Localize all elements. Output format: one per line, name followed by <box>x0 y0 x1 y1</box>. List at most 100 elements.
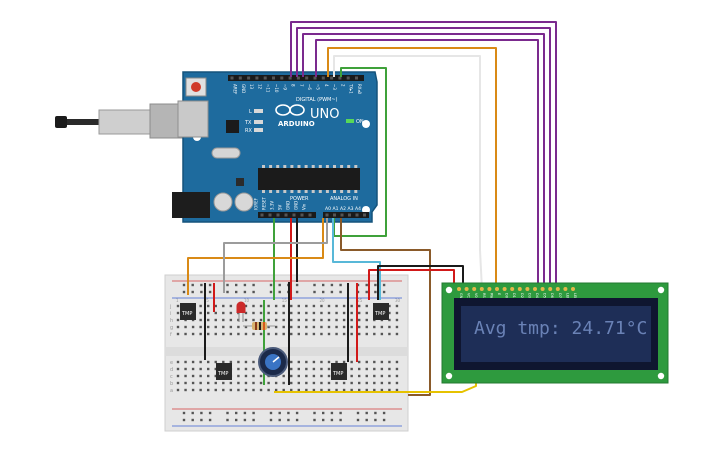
digital-pin-label: 2 <box>340 84 345 87</box>
digital-pin-hole[interactable] <box>272 76 275 80</box>
digital-pin-hole[interactable] <box>230 76 234 80</box>
lcd-header-pin[interactable] <box>540 287 545 291</box>
digital-pin-label: 8 <box>291 84 296 87</box>
arduino-model: UNO <box>310 107 339 122</box>
power-pin-label: RESET <box>262 197 267 210</box>
lcd-pin-label: D1 <box>512 293 516 298</box>
analog-pin-label: A2 <box>340 206 346 212</box>
lcd-header-pin[interactable] <box>563 287 568 291</box>
wire-purple-d6 <box>296 27 551 290</box>
power-pin-hole[interactable] <box>276 213 280 217</box>
analog-header <box>323 212 369 218</box>
lcd-header-pin[interactable] <box>464 287 469 291</box>
analog-pin-hole[interactable] <box>325 213 329 217</box>
breadboard-row-letter: f <box>170 332 172 338</box>
crystal <box>211 147 241 159</box>
digital-pin-label: ~6 <box>307 84 312 90</box>
reset-button[interactable] <box>191 82 201 92</box>
digital-pin-label: ~3 <box>332 84 337 90</box>
digital-header <box>228 75 364 81</box>
lcd-header-pin[interactable] <box>472 287 477 291</box>
digital-pin-hole[interactable] <box>247 76 251 80</box>
wire-orange-enable <box>327 47 497 290</box>
tmp-sensor-label: TMP <box>181 311 192 317</box>
analog-pin-hole[interactable] <box>333 213 336 217</box>
digital-pin-hole[interactable] <box>238 76 242 80</box>
capacitor <box>234 192 254 212</box>
digital-pin-hole[interactable] <box>255 76 259 80</box>
analog-pin-hole[interactable] <box>340 213 344 217</box>
wire-brown <box>340 218 431 396</box>
digital-pin-hole[interactable] <box>330 76 334 80</box>
lcd-header-pin[interactable] <box>525 287 530 291</box>
power-pin-label: 5V <box>278 204 283 210</box>
tmp-sensor-3: TMP <box>331 363 347 380</box>
lcd-header-pin[interactable] <box>555 287 560 291</box>
breadboard-row-letter: g <box>170 325 173 331</box>
lcd-header-pin[interactable] <box>533 287 537 291</box>
analog-pin-hole[interactable] <box>355 213 359 217</box>
digital-pin-hole[interactable] <box>346 76 350 80</box>
lcd-header-pin[interactable] <box>502 287 507 291</box>
wire-white-rs <box>333 55 483 291</box>
lcd-header-pin[interactable] <box>487 287 492 291</box>
digital-pin-hole[interactable] <box>263 76 267 80</box>
digital-pin-hole[interactable] <box>288 76 292 80</box>
analog-pin-label: A3 <box>348 206 354 212</box>
lcd-header-pin[interactable] <box>571 287 575 291</box>
analog-pin-hole[interactable] <box>348 213 351 217</box>
lcd-header-pin[interactable] <box>457 287 461 291</box>
breadboard-row-letter: b <box>170 381 173 387</box>
lcd-header-pin[interactable] <box>479 287 484 291</box>
lcd-pin-label: VCC <box>467 293 471 301</box>
breadboard-column-number: 5 <box>206 298 209 303</box>
lcd-pin-label: RW <box>489 293 493 299</box>
lcd-header-pin[interactable] <box>510 287 515 291</box>
led-l <box>254 109 263 113</box>
analog-pin-hole[interactable] <box>363 213 366 217</box>
led-rx <box>254 128 263 132</box>
analog-pin-label: A1 <box>333 206 339 212</box>
digital-pin-hole[interactable] <box>313 76 317 80</box>
arduino-uno-board: L TX RX ON ARDUINO UNO DIGITAL (PWM~) AR… <box>172 71 378 223</box>
lcd-mount-hole <box>657 286 665 294</box>
digital-pin-label: GND <box>241 84 246 93</box>
power-pin-hole[interactable] <box>300 213 304 217</box>
digital-pin-label: RX◂0 <box>357 84 362 95</box>
lcd-pin-label: D5 <box>543 293 547 298</box>
breadboard-column-number: 25 <box>357 298 363 303</box>
power-pin-hole[interactable] <box>292 213 296 217</box>
tmp-sensor-label: TMP <box>374 311 385 317</box>
led-tx <box>254 120 263 124</box>
power-pin-hole[interactable] <box>284 213 288 217</box>
digital-pin-label: ~5 <box>316 84 321 90</box>
power-pin-hole[interactable] <box>260 213 264 217</box>
lcd-header-pin[interactable] <box>495 287 499 291</box>
power-pin-hole[interactable] <box>308 213 312 217</box>
mounting-hole <box>362 120 370 128</box>
lcd-header-pin[interactable] <box>548 287 553 291</box>
digital-pin-hole[interactable] <box>280 76 284 80</box>
power-pin-hole[interactable] <box>268 213 272 217</box>
breadboard-column-number: 20 <box>319 298 325 303</box>
wire-gray-a1 <box>223 218 328 293</box>
digital-pin-hole[interactable] <box>305 76 309 80</box>
lcd-header-pin[interactable] <box>517 287 522 291</box>
lcd-pin-label: D0 <box>505 293 509 298</box>
digital-pin-hole[interactable] <box>321 76 325 80</box>
led-label-l: L <box>249 109 252 115</box>
wire-purple-d7 <box>290 21 557 290</box>
power-pin-label: GND <box>286 201 291 210</box>
digital-pin-hole[interactable] <box>296 76 300 80</box>
digital-pin-hole[interactable] <box>355 76 358 80</box>
usb-port <box>177 100 209 138</box>
digital-pin-label: ~11 <box>266 84 271 93</box>
digital-pin-hole[interactable] <box>338 76 342 80</box>
tmp-sensor-4: TMP <box>373 303 389 320</box>
lcd-pin-label: D7 <box>558 293 562 298</box>
potentiometer[interactable] <box>258 347 288 377</box>
wire-orange-a0 <box>187 218 324 295</box>
